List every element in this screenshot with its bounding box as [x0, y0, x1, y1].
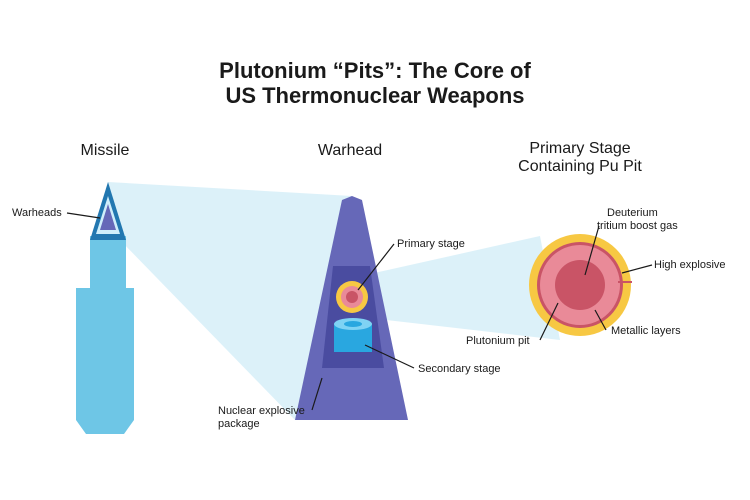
- missile-mid-body: [90, 236, 126, 292]
- missile-warheads-core: [100, 204, 116, 230]
- warhead-primary-core: [346, 291, 358, 303]
- heading-primary-stage: Primary Stage Containing Pu Pit: [485, 140, 675, 176]
- leader-warheads: [66, 212, 101, 219]
- diagram-title: Plutonium “Pits”: The Core of US Thermon…: [0, 58, 750, 108]
- label-primary-stage: Primary stage: [397, 238, 465, 250]
- label-nuclear-package-line-2: package: [218, 418, 260, 430]
- label-warheads: Warheads: [12, 207, 62, 219]
- leader-metallic-layers: [594, 309, 607, 331]
- leader-nuclear-package: [311, 377, 323, 411]
- leader-secondary-stage: [364, 344, 415, 369]
- secondary-stage-hole: [344, 321, 362, 327]
- label-high-explosive: High explosive: [654, 259, 726, 271]
- leader-plutonium-pit: [539, 302, 559, 341]
- missile-to-warhead-projection: [108, 182, 352, 420]
- warhead-to-primary-projection: [352, 236, 560, 340]
- label-deuterium-line-2: tritium boost gas: [597, 220, 678, 232]
- boost-gas-core: [555, 260, 605, 310]
- missile: [76, 182, 134, 434]
- heading-warhead: Warhead: [317, 142, 383, 159]
- label-nuclear-package: Nuclear explosive package: [218, 405, 308, 430]
- label-plutonium-pit: Plutonium pit: [466, 335, 530, 347]
- label-nuclear-package-line-1: Nuclear explosive: [218, 405, 305, 417]
- leader-deuterium: [584, 225, 600, 276]
- leader-primary-stage: [357, 243, 395, 291]
- primary-stage-detail: [529, 234, 632, 336]
- label-deuterium-line-1: Deuterium: [607, 207, 658, 219]
- missile-lower-body: [76, 288, 134, 364]
- label-deuterium: Deuterium tritium boost gas: [597, 207, 678, 232]
- leader-high-explosive: [621, 264, 653, 274]
- warhead: [295, 196, 408, 420]
- label-metallic-layers: Metallic layers: [611, 325, 681, 337]
- heading-primary-line-2: Containing Pu Pit: [518, 158, 642, 175]
- heading-missile: Missile: [80, 142, 130, 159]
- missile-base: [76, 364, 134, 434]
- label-secondary-stage: Secondary stage: [418, 363, 501, 375]
- title-line-1: Plutonium “Pits”: The Core of: [219, 58, 531, 83]
- title-line-2: US Thermonuclear Weapons: [225, 83, 525, 108]
- heading-primary-line-1: Primary Stage: [529, 140, 631, 157]
